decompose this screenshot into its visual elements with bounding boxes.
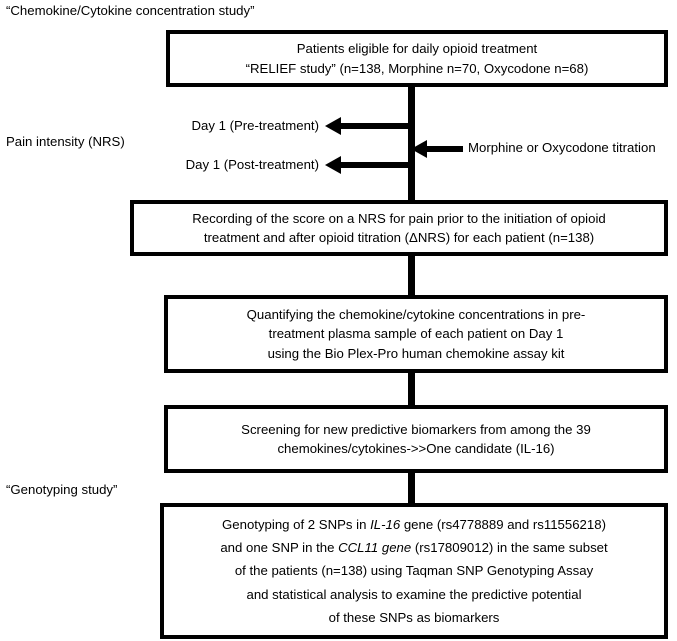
box-line: chemokines/cytokines->>One candidate (IL… xyxy=(277,441,555,456)
arrow-label-titration: Morphine or Oxycodone titration xyxy=(468,140,656,155)
connector-box2-to-box3 xyxy=(408,255,415,297)
box-genotyping: Genotyping of 2 SNPs in IL-16 gene (rs47… xyxy=(160,503,668,639)
box-line: Patients eligible for daily opioid treat… xyxy=(296,41,538,57)
arrow-label-day1-pre: Day 1 (Pre-treatment) xyxy=(191,118,319,133)
connector-box4-to-box5 xyxy=(408,471,415,505)
box-line: Screening for new predictive biomarkers … xyxy=(241,421,591,437)
arrow-label-day1-post: Day 1 (Post-treatment) xyxy=(185,157,319,172)
box-line: Genotyping of 2 SNPs in IL-16 gene (rs47… xyxy=(222,517,606,533)
box-line: treatment plasma sample of each patient … xyxy=(268,326,564,342)
box-quantifying-chemokines: Quantifying the chemokine/cytokine conce… xyxy=(164,295,668,373)
box-biomarker-screening: Screening for new predictive biomarkers … xyxy=(164,405,668,473)
box-line: and one SNP in the CCL11 gene (rs1780901… xyxy=(220,540,608,556)
box-line: and statistical analysis to examine the … xyxy=(246,586,582,602)
arrow-shaft xyxy=(339,123,411,129)
arrow-day1-post xyxy=(325,155,411,175)
box-line: “RELIEF study” (n=138, Morphine n=70, Ox… xyxy=(245,60,589,76)
box-line: of the patients (n=138) using Taqman SNP… xyxy=(234,563,594,579)
box-line: of these SNPs as biomarkers xyxy=(328,609,500,625)
arrow-shaft xyxy=(339,162,411,168)
arrow-head-left-icon xyxy=(325,156,341,174)
box-nrs-recording: Recording of the score on a NRS for pain… xyxy=(130,200,668,256)
arrow-titration xyxy=(411,139,463,159)
connector-box3-to-box4 xyxy=(408,371,415,407)
box-line: treatment and after opioid titration (ΔN… xyxy=(203,230,595,245)
box-line: Recording of the score on a NRS for pain… xyxy=(192,210,606,226)
section-label-chemokine-study: “Chemokine/Cytokine concentration study” xyxy=(6,3,255,18)
section-label-pain-intensity: Pain intensity (NRS) xyxy=(6,134,125,149)
arrow-head-left-icon xyxy=(325,117,341,135)
arrow-day1-pre xyxy=(325,116,411,136)
arrow-shaft xyxy=(425,146,463,152)
arrow-head-left-icon xyxy=(411,140,427,158)
box-line: Quantifying the chemokine/cytokine conce… xyxy=(246,307,586,323)
box-line: using the Bio Plex-Pro human chemokine a… xyxy=(267,345,565,361)
box-eligible-patients: Patients eligible for daily opioid treat… xyxy=(166,30,668,87)
section-label-genotyping-study: “Genotyping study” xyxy=(6,482,118,497)
